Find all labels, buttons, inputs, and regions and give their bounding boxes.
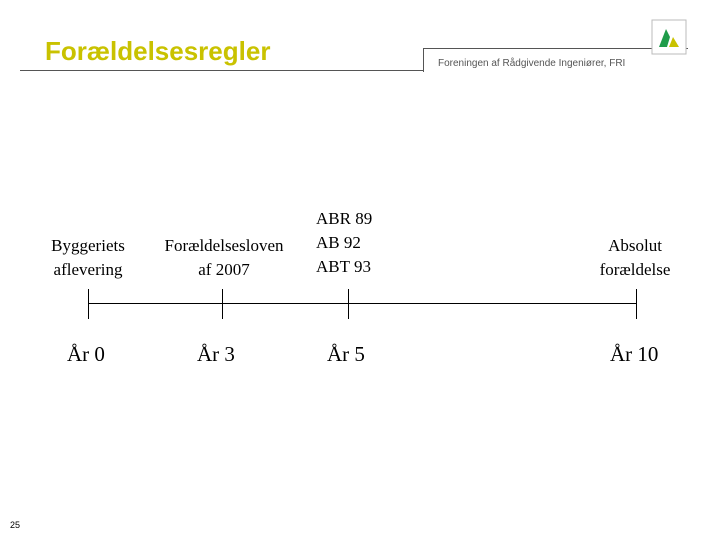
event-label-year-0: Byggeriets aflevering xyxy=(38,234,138,282)
event-label-year-5: ABR 89 AB 92 ABT 93 xyxy=(316,207,396,279)
page-number: 25 xyxy=(10,520,21,530)
event-label-line: AB 92 xyxy=(316,233,361,252)
year-label: År 5 xyxy=(327,342,365,366)
year-label: År 3 xyxy=(197,342,235,366)
event-label-line: Byggeriets xyxy=(51,236,125,255)
fri-logo-icon xyxy=(651,19,687,55)
timeline-tick xyxy=(636,289,637,319)
event-label-line: ABT 93 xyxy=(316,257,371,276)
slide-title: Forældelsesregler xyxy=(45,36,271,66)
event-label-year-3: Forældelsesloven af 2007 xyxy=(148,234,300,282)
timeline-axis xyxy=(88,303,636,304)
year-label: År 0 xyxy=(67,342,105,366)
event-label-line: aflevering xyxy=(53,260,123,279)
timeline-tick xyxy=(348,289,349,319)
event-label-line: ABR 89 xyxy=(316,209,373,228)
header-rule xyxy=(20,70,423,71)
logo-mark-green xyxy=(659,29,670,47)
event-label-line: Absolut xyxy=(608,236,662,255)
event-label-year-10: Absolut forældelse xyxy=(585,234,685,282)
event-label-line: af 2007 xyxy=(198,260,250,279)
logo-mark-yellow xyxy=(669,37,679,47)
event-label-line: Forældelsesloven xyxy=(164,236,284,255)
organization-name: Foreningen af Rådgivende Ingeniører, FRI xyxy=(438,58,626,69)
timeline-tick xyxy=(222,289,223,319)
organization-box xyxy=(423,48,688,72)
event-label-line: forældelse xyxy=(599,260,671,279)
timeline-tick xyxy=(88,289,89,319)
year-label: År 10 xyxy=(610,342,659,366)
